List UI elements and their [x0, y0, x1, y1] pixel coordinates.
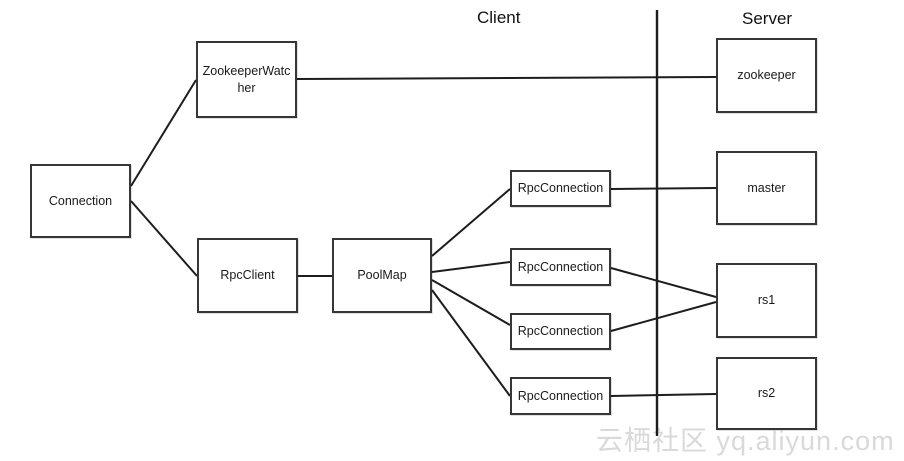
- edge-rpcconnection1-master: [610, 187, 717, 190]
- node-zookeeper-server: zookeeper: [716, 38, 817, 113]
- node-rpc-connection-3: RpcConnection: [510, 313, 611, 350]
- watermark-text: 云栖社区 yq.aliyun.com: [596, 426, 895, 456]
- node-rpc-connection-1: RpcConnection: [510, 170, 611, 207]
- edge-zookeeperwatcher-zookeeper: [296, 76, 717, 80]
- node-master-server: master: [716, 151, 817, 225]
- edge-rpcconnection4-rs2: [610, 393, 717, 397]
- edge-poolmap-rpcconnection2: [431, 261, 511, 273]
- node-connection: Connection: [30, 164, 131, 238]
- edge-rpcconnection2-rs1: [610, 267, 717, 298]
- node-rs2-server: rs2: [716, 357, 817, 430]
- node-zookeeper-watcher: ZookeeperWatcher: [196, 41, 297, 118]
- node-pool-map: PoolMap: [332, 238, 432, 313]
- edge-connection-zookeeperwatcher: [130, 79, 197, 187]
- node-rpc-client: RpcClient: [197, 238, 298, 313]
- edge-poolmap-rpcconnection3: [431, 279, 511, 326]
- client-section-title: Client: [477, 8, 521, 27]
- node-rpc-connection-2: RpcConnection: [510, 248, 611, 286]
- server-section-title: Server: [742, 9, 793, 28]
- edge-poolmap-rpcconnection4: [431, 289, 511, 397]
- node-rpc-connection-4: RpcConnection: [510, 377, 611, 415]
- edge-poolmap-rpcconnection1: [431, 188, 511, 257]
- edge-connection-rpcclient: [130, 200, 198, 277]
- edge-rpcconnection3-rs1: [610, 301, 717, 332]
- node-rs1-server: rs1: [716, 263, 817, 338]
